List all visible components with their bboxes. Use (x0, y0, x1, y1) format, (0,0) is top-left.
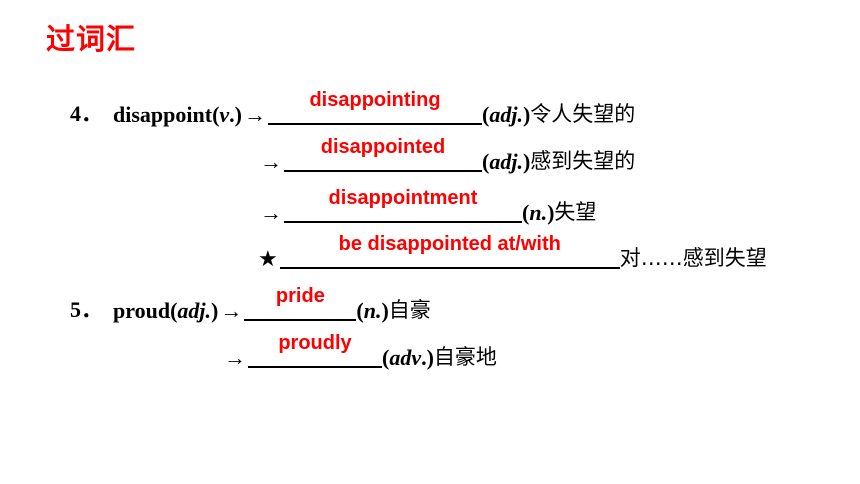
chinese-meaning: 令人失望的 (530, 102, 636, 126)
vocab-item-4-row-2: → disappointed (adj.) 感到失望的 (258, 136, 636, 175)
answer-text: disappointed (320, 136, 446, 158)
answer-text: proudly (278, 332, 352, 354)
chinese-meaning: 对……感到失望 (619, 246, 767, 270)
part-of-speech: adv (389, 345, 422, 370)
pos-close: ) (381, 298, 389, 323)
arrow-icon: → (260, 200, 282, 225)
item-number: 5． (70, 297, 104, 322)
answer-blank: disappointment (284, 187, 522, 223)
pos-open: ( (522, 200, 530, 225)
pos-open: ( (356, 298, 364, 323)
answer-text: disappointment (328, 187, 478, 209)
answer-blank: pride (244, 285, 357, 321)
pos-close: ) (522, 102, 531, 127)
part-of-speech: adj. (489, 102, 523, 127)
part-of-speech-close: .) (229, 102, 242, 127)
item-number: 4． (70, 101, 104, 126)
pos-open: ( (382, 345, 390, 370)
part-of-speech: n. (529, 200, 548, 225)
answer-blank: be disappointed at/with (279, 233, 620, 269)
answer-text: disappointing (309, 89, 441, 111)
base-word: disappoint( (113, 102, 220, 127)
chinese-meaning: 自豪 (388, 298, 431, 322)
base-word: proud( (113, 298, 178, 323)
chinese-meaning: 感到失望的 (530, 149, 636, 173)
pos-open: ( (482, 102, 490, 127)
section-heading: 过词汇 (46, 22, 137, 56)
chinese-meaning: 失望 (554, 200, 597, 224)
arrow-icon: → (220, 298, 243, 323)
pos-close: ) (522, 149, 531, 174)
arrow-icon: → (260, 149, 282, 174)
part-of-speech: v (219, 102, 230, 127)
vocab-item-5-row-2: → proudly (adv.) 自豪地 (222, 332, 497, 371)
arrow-icon: → (224, 345, 246, 370)
pos-open: ( (482, 149, 490, 174)
vocab-item-4-row-4: ★ be disappointed at/with 对……感到失望 (258, 233, 767, 272)
pos-close: .) (421, 345, 434, 370)
part-of-speech-close: ) (211, 298, 219, 323)
part-of-speech: adj. (177, 298, 212, 323)
star-icon: ★ (258, 247, 278, 272)
part-of-speech: adj. (489, 149, 523, 174)
answer-blank: disappointing (268, 89, 482, 125)
vocab-item-5-row-1: 5． proud(adj.) → pride (n.) 自豪 (70, 285, 431, 324)
arrow-icon: → (244, 102, 266, 127)
chinese-meaning: 自豪地 (433, 345, 497, 369)
answer-text: pride (275, 285, 325, 307)
answer-blank: proudly (248, 332, 382, 368)
answer-text: be disappointed at/with (338, 233, 561, 255)
answer-blank: disappointed (284, 136, 482, 172)
part-of-speech: n. (363, 298, 382, 323)
vocab-item-4-row-1: 4． disappoint(v.) → disappointing (adj.)… (70, 89, 636, 128)
pos-close: ) (547, 200, 555, 225)
vocab-item-4-row-3: → disappointment (n.) 失望 (258, 187, 597, 226)
